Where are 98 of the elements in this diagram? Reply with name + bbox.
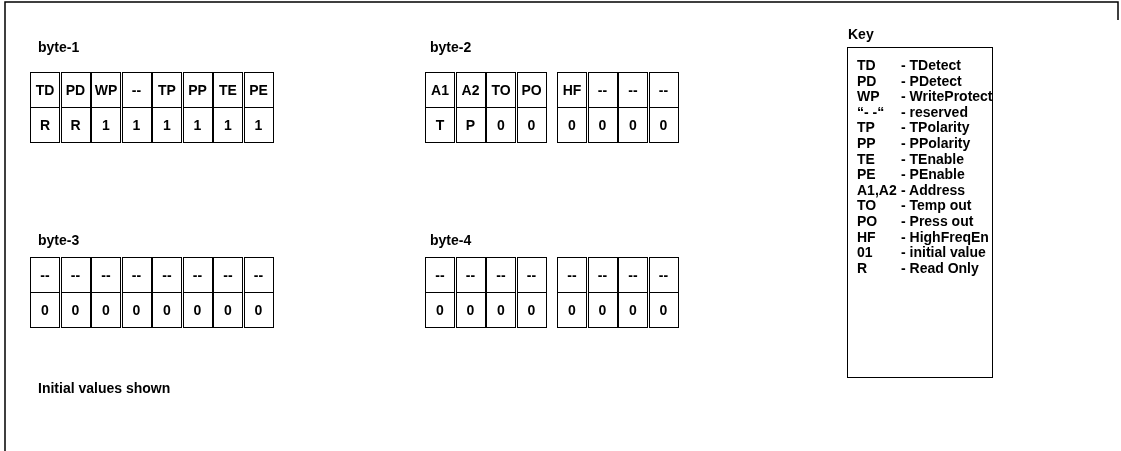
bit-cell: PD [60,72,91,108]
byte-heading: byte-2 [430,39,472,55]
bit-cell: 0 [557,107,587,143]
bit-cell: 0 [91,292,121,328]
key-definition: - PPolarity [901,135,972,152]
bit-cell: TE [213,72,243,108]
bit-cell: 0 [587,107,618,143]
bit-cell: 0 [648,292,679,328]
key-abbreviation: A1,A2 [857,182,898,199]
key-definition: - TDetect [901,58,962,74]
bit-cell: -- [91,257,121,293]
key-abbreviation: TO [857,198,877,214]
key-abbreviation: PO [857,213,879,230]
bit-cell: R [30,107,60,143]
key-abbreviation: R [857,260,869,277]
key-definition: - reserved [901,104,969,121]
bit-cell: -- [60,257,91,293]
bit-cell: T [425,107,455,143]
bit-cell: 0 [30,292,60,328]
bit-cell: -- [455,257,486,293]
bit-cell: 0 [152,292,182,328]
bit-cell: 0 [557,292,587,328]
key-definition: - WriteProtect [901,89,993,105]
bit-cell: 1 [213,107,243,143]
bit-cell: 0 [121,292,152,328]
bit-cell: 0 [618,292,648,328]
bit-cell: 0 [516,292,547,328]
bit-cell: A1 [425,72,455,108]
key-definition: - TPolarity [901,120,971,136]
bit-cell: -- [618,257,648,293]
key-definition: - initial value [901,245,986,261]
key-definition: - Read Only [901,260,980,277]
bit-cell: -- [213,257,243,293]
bit-cell: -- [516,257,547,293]
bit-cell: -- [121,72,152,108]
bit-cell: -- [486,257,516,293]
bit-cell: -- [243,257,274,293]
bit-cell: 0 [243,292,274,328]
bit-cell: 0 [60,292,91,328]
bit-cell: 0 [182,292,213,328]
key-abbreviation: PE [857,167,877,183]
byte-heading: byte-1 [38,39,80,55]
bit-cell: -- [425,257,455,293]
bit-cell: 0 [618,107,648,143]
bit-cell: PP [182,72,213,108]
bit-cell: 1 [243,107,274,143]
key-definition: - Address [901,182,967,199]
bit-cell: -- [121,257,152,293]
key-abbreviation: HF [857,229,877,246]
bit-cell: 0 [486,107,516,143]
key-definition: - Temp out [901,198,973,214]
bit-cell: -- [557,257,587,293]
bit-cell: R [60,107,91,143]
key-heading: Key [848,26,874,42]
bit-cell: P [455,107,486,143]
key-definition: - Press out [901,213,975,230]
key-definition: - PDetect [901,73,963,90]
bit-cell: 0 [213,292,243,328]
key-definition: - HighFreqEn [901,229,990,246]
key-abbreviation: TP [857,120,876,136]
bit-cell: 0 [455,292,486,328]
bit-cell: PE [243,72,274,108]
bit-cell: 0 [648,107,679,143]
bit-cell: TD [30,72,60,108]
bit-cell: -- [587,257,618,293]
key-abbreviation: TE [857,151,876,168]
key-definition: - TEnable [901,151,964,168]
bit-cell: 1 [152,107,182,143]
key-abbreviation: WP [857,89,881,105]
bit-cell: PO [516,72,547,108]
bit-cell: 0 [516,107,547,143]
bit-cell: -- [182,257,213,293]
key-abbreviation: 01 [857,245,874,261]
key-abbreviation: PD [857,73,878,90]
bit-cell: -- [152,257,182,293]
bit-cell: 0 [486,292,516,328]
bit-cell: TP [152,72,182,108]
bit-cell: -- [648,72,679,108]
bit-cell: TO [486,72,516,108]
bit-cell: A2 [455,72,486,108]
bit-cell: 1 [121,107,152,143]
bit-cell: 0 [425,292,455,328]
bit-cell: 1 [91,107,121,143]
byte-heading: byte-3 [38,232,80,248]
bit-cell: -- [30,257,60,293]
bit-cell: WP [91,72,121,108]
key-abbreviation: PP [857,135,877,152]
note-text: Initial values shown [38,380,171,396]
byte-heading: byte-4 [430,232,472,248]
key-abbreviation: “- -“ [857,104,886,121]
bit-cell: -- [587,72,618,108]
bit-cell: -- [618,72,648,108]
bit-cell: 0 [587,292,618,328]
key-definition: - PEnable [901,167,966,183]
bit-cell: HF [557,72,587,108]
key-abbreviation: TD [857,58,877,74]
bit-cell: 1 [182,107,213,143]
bit-cell: -- [648,257,679,293]
